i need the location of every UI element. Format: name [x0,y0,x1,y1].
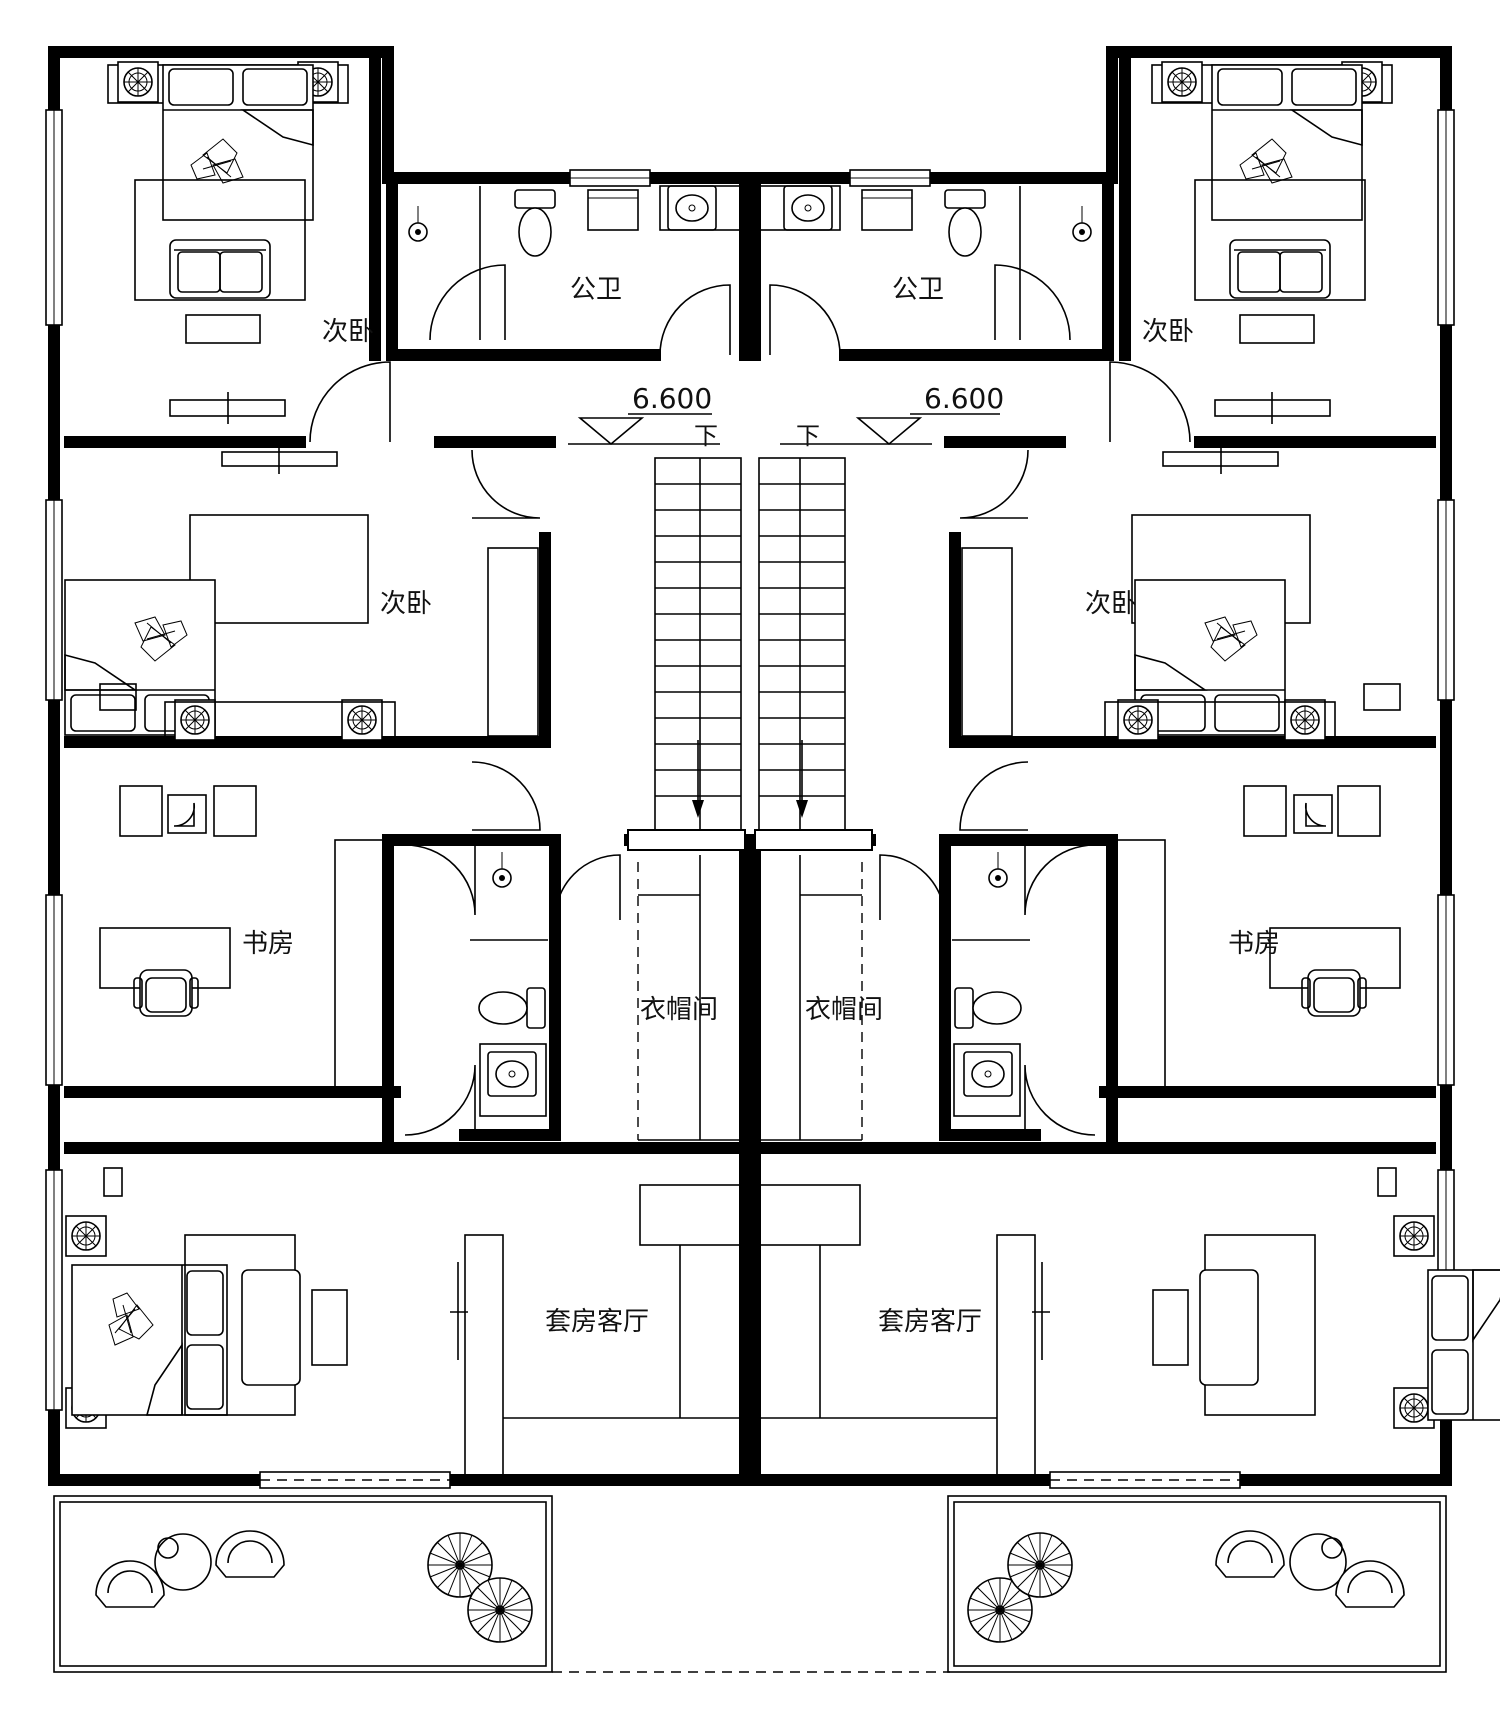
label-left-suite-living: 套房客厅 [545,1307,649,1337]
label-right-elevation: 6.600 [924,382,1004,415]
label-right-public-bathroom: 公卫 [892,275,944,305]
right-doors [769,264,1191,1136]
right-suite-furniture [755,1167,1500,1486]
label-right-bedroom-mid: 次卧 [1085,589,1137,619]
left-windows [45,109,651,1489]
right-top-bedroom-furniture [1151,61,1393,424]
right-elevation-marker [780,413,1000,446]
label-right-cloakroom: 衣帽间 [805,995,883,1025]
label-right-bedroom-top: 次卧 [1142,317,1194,347]
right-walls [749,46,1452,1486]
left-unit: 次卧 公卫 次卧 书房 衣帽间 套房客厅 6.600 下 [45,46,950,1673]
left-stair [627,457,746,851]
left-study-furniture [99,785,386,1091]
label-right-suite-living: 套房客厅 [878,1307,982,1337]
right-study-furniture [1114,785,1401,1091]
left-suite-furniture [65,1167,745,1486]
label-left-stair-down: 下 [694,422,718,450]
label-left-study: 书房 [242,929,294,959]
right-public-bathroom [759,185,1092,340]
right-stair [754,457,873,851]
left-public-bathroom [408,185,741,340]
label-right-stair-down: 下 [796,422,820,450]
label-left-bedroom-top: 次卧 [322,317,374,347]
label-right-study: 书房 [1228,929,1280,959]
label-left-bedroom-mid: 次卧 [380,589,432,619]
left-lower-bathroom [470,851,548,1117]
label-left-public-bathroom: 公卫 [570,275,622,305]
label-left-cloakroom: 衣帽间 [640,995,718,1025]
right-lower-bathroom [952,851,1030,1117]
left-doors [309,264,731,1136]
right-unit: 次卧 公卫 次卧 书房 衣帽间 套房客厅 6.600 下 [749,46,1500,1673]
left-mid-bedroom-furniture [64,444,539,743]
right-mid-bedroom-furniture [961,444,1401,743]
label-left-elevation: 6.600 [632,382,712,415]
left-cloakroom [637,855,745,1141]
right-cloakroom [755,855,863,1141]
left-elevation-marker [568,413,720,446]
left-balcony [53,1495,950,1673]
left-top-bedroom-furniture [107,61,349,424]
right-balcony [947,1495,1447,1673]
